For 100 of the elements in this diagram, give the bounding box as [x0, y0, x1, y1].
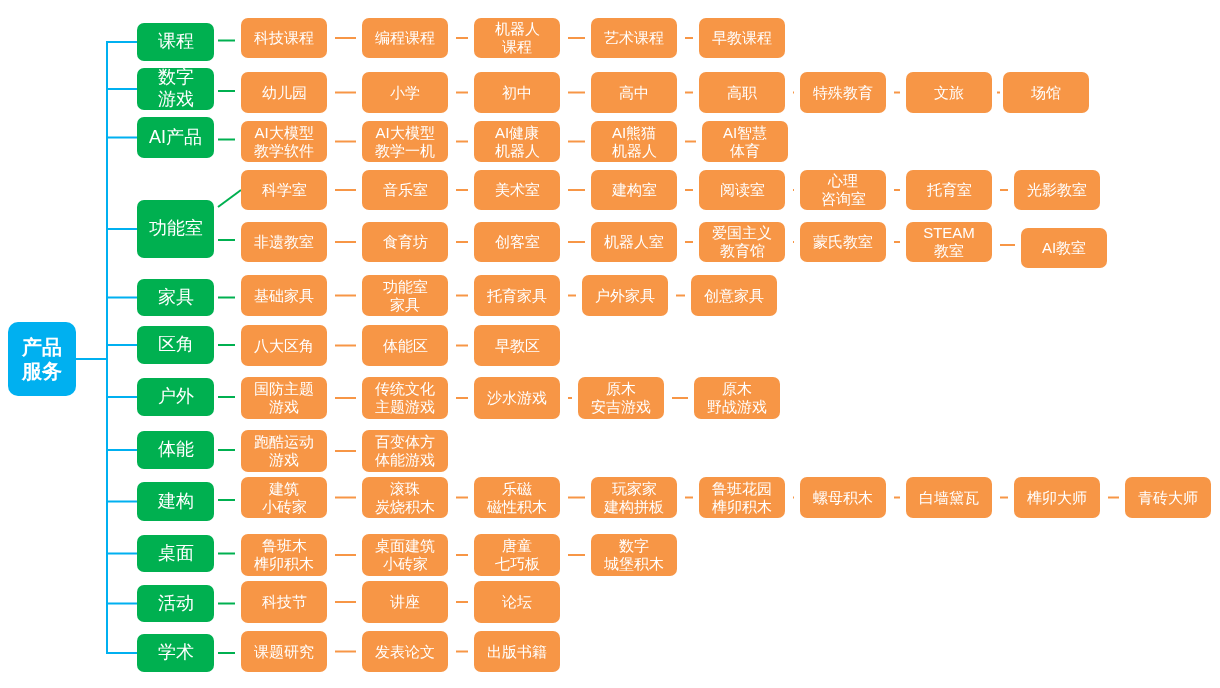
item-box: 机器人室: [591, 222, 677, 262]
item-box: 功能室家具: [362, 275, 448, 316]
connector-line: [217, 396, 236, 398]
connector-line: [334, 294, 357, 297]
item-box: 爱国主义教育馆: [699, 222, 785, 262]
item-box: 文旅: [906, 72, 992, 113]
category-box: 功能室: [137, 200, 214, 258]
item-box: 科技节: [241, 581, 327, 623]
connector-line: [999, 244, 1016, 246]
connector-line: [455, 397, 469, 399]
item-box: 滚珠炭烧积木: [362, 477, 448, 518]
connector-line: [567, 241, 586, 243]
item-box: 鲁班花园榫卯积木: [699, 477, 785, 518]
item-box: 唐童七巧板: [474, 534, 560, 576]
connector-line: [455, 241, 469, 243]
item-box: 初中: [474, 72, 560, 113]
item-box: 早教课程: [699, 18, 785, 58]
category-box: AI产品: [137, 117, 214, 158]
item-box: 玩家家建构拼板: [591, 477, 677, 518]
item-box: 食育坊: [362, 222, 448, 262]
connector-line: [334, 554, 357, 556]
item-box: 阅读室: [699, 170, 785, 210]
connector-line: [334, 91, 357, 94]
category-box: 学术: [137, 634, 214, 672]
item-box: 讲座: [362, 581, 448, 623]
item-box: AI智慧体育: [702, 121, 788, 162]
item-box: 托育室: [906, 170, 992, 210]
connector-line: [567, 189, 586, 191]
connector-line: [217, 138, 236, 141]
connector-line: [567, 496, 586, 499]
item-box: 音乐室: [362, 170, 448, 210]
connector-line: [334, 344, 357, 347]
connector-line: [684, 189, 694, 191]
root-box: 产品服务: [8, 322, 76, 396]
item-box: 艺术课程: [591, 18, 677, 58]
connector-line: [675, 294, 686, 297]
item-box: 编程课程: [362, 18, 448, 58]
connector-line: [567, 37, 586, 39]
connector-line: [567, 140, 586, 143]
connector-line: [684, 496, 694, 499]
item-box: 桌面建筑小砖家: [362, 534, 448, 576]
category-box: 桌面: [137, 535, 214, 572]
connector-line: [217, 296, 236, 299]
connector-line: [684, 91, 694, 94]
item-box: 小学: [362, 72, 448, 113]
connector-line: [75, 358, 138, 654]
category-box: 建构: [137, 482, 214, 521]
item-box: 心理咨询室: [800, 170, 886, 210]
item-box: 榫卯大师: [1014, 477, 1100, 518]
category-box: 户外: [137, 378, 214, 416]
connector-line: [567, 294, 577, 297]
item-box: 科技课程: [241, 18, 327, 58]
connector-line: [893, 496, 901, 499]
connector-line: [455, 189, 469, 191]
connector-line: [217, 449, 236, 451]
item-box: 国防主题游戏: [241, 377, 327, 419]
connector-line: [334, 601, 357, 603]
item-box: 特殊教育: [800, 72, 886, 113]
category-box: 体能: [137, 431, 214, 469]
item-box: 青砖大师: [1125, 477, 1211, 518]
category-box: 数字游戏: [137, 68, 214, 110]
item-box: 机器人课程: [474, 18, 560, 58]
connector-line: [567, 554, 586, 556]
item-box: 原木安吉游戏: [578, 377, 664, 419]
item-box: 百变体方体能游戏: [362, 430, 448, 472]
item-box: 非遗教室: [241, 222, 327, 262]
connector-line: [455, 496, 469, 499]
connector-line: [455, 554, 469, 556]
item-box: AI教室: [1021, 228, 1107, 268]
item-box: 数字城堡积木: [591, 534, 677, 576]
item-box: 鲁班木榫卯积木: [241, 534, 327, 576]
item-box: 基础家具: [241, 275, 327, 316]
item-box: 发表论文: [362, 631, 448, 672]
item-box: 沙水游戏: [474, 377, 560, 419]
connector-line: [684, 140, 697, 143]
connector-line: [334, 397, 357, 399]
connector-line: [217, 344, 236, 346]
connector-line: [567, 397, 573, 399]
connector-line: [455, 294, 469, 297]
item-box: 高职: [699, 72, 785, 113]
item-box: 论坛: [474, 581, 560, 623]
item-box: 螺母积木: [800, 477, 886, 518]
item-box: AI健康机器人: [474, 121, 560, 162]
connector-line: [334, 496, 357, 499]
connector-line: [334, 450, 357, 452]
item-box: 美术室: [474, 170, 560, 210]
connector-line: [1107, 496, 1120, 499]
item-box: 八大区角: [241, 325, 327, 366]
connector-line: [455, 650, 469, 653]
item-box: 幼儿园: [241, 72, 327, 113]
item-box: 建筑小砖家: [241, 477, 327, 518]
item-box: 建构室: [591, 170, 677, 210]
item-box: 科学室: [241, 170, 327, 210]
connector-line: [334, 650, 357, 653]
connector-line: [217, 602, 236, 605]
connector-line: [334, 140, 357, 143]
connector-line: [893, 91, 901, 94]
item-box: AI大模型教学一机: [362, 121, 448, 162]
connector-line: [455, 344, 469, 347]
category-box: 区角: [137, 326, 214, 364]
